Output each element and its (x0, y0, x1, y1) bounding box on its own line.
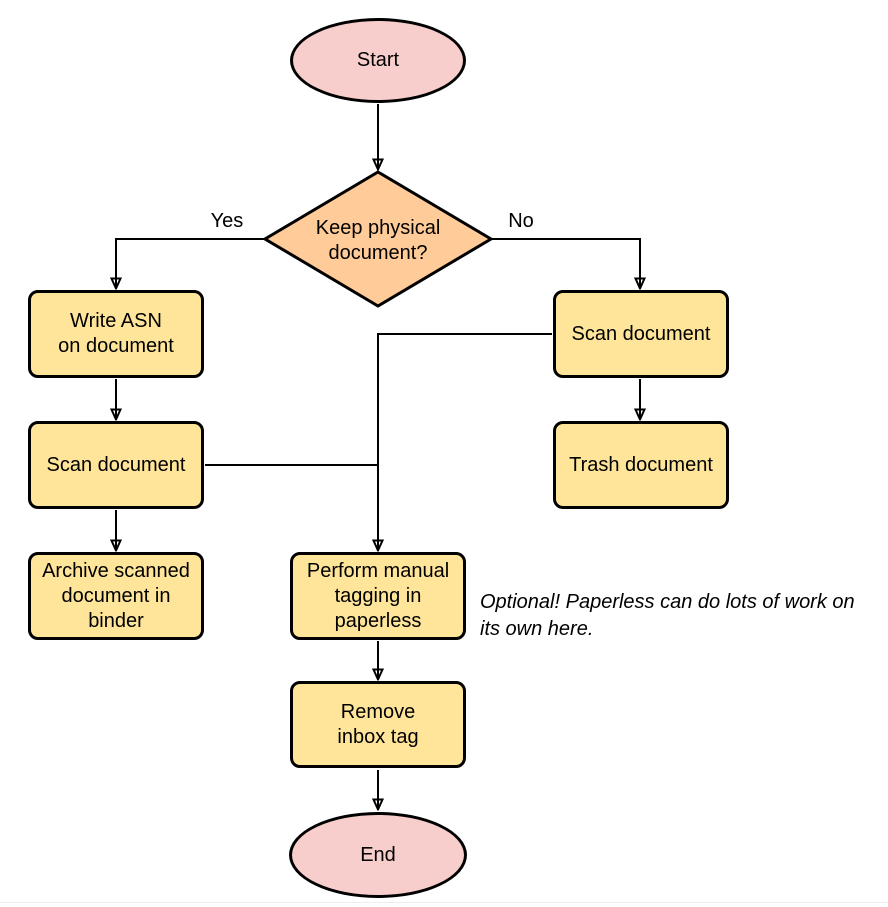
node-archive-binder: Archive scanned document in binder (28, 552, 204, 640)
node-scan-document-left-label: Scan document (46, 453, 186, 476)
node-end-label: End (360, 843, 396, 866)
node-scan-document-right-label: Scan document (571, 322, 711, 345)
node-scan-document-right: Scan document (553, 290, 729, 378)
node-decision: Keep physical document? (265, 172, 491, 306)
node-scan-document-left: Scan document (28, 421, 204, 509)
decision-diamond-shape (262, 170, 494, 308)
node-start-label: Start (356, 49, 400, 71)
node-remove-inbox-tag-label: Remove inbox tag (337, 700, 419, 748)
node-write-asn-label: Write ASN on document (58, 310, 174, 357)
node-perform-tagging: Perform manual tagging in paperless (290, 552, 466, 640)
node-decision-label: Keep physical document? (315, 216, 441, 264)
node-write-asn: Write ASN on document (28, 290, 204, 378)
connector-decision-scan-right (492, 238, 640, 288)
node-end: End (289, 812, 467, 898)
connector-scan-right-perform (378, 333, 552, 550)
node-remove-inbox-tag: Remove inbox tag (290, 681, 466, 768)
node-trash-document: Trash document (553, 421, 729, 509)
node-trash-document-label: Trash document (569, 453, 713, 476)
node-perform-tagging-label: Perform manual tagging in paperless (306, 559, 450, 632)
edge-label-yes: Yes (205, 210, 249, 232)
page-bottom-divider (0, 902, 888, 903)
connector-decision-write-asn (116, 238, 264, 288)
node-archive-binder-label: Archive scanned document in binder (42, 559, 190, 632)
annotation-optional-note: Optional! Paperless can do lots of work … (480, 591, 855, 640)
edge-label-no: No (499, 210, 543, 232)
node-start: Start (290, 18, 466, 103)
